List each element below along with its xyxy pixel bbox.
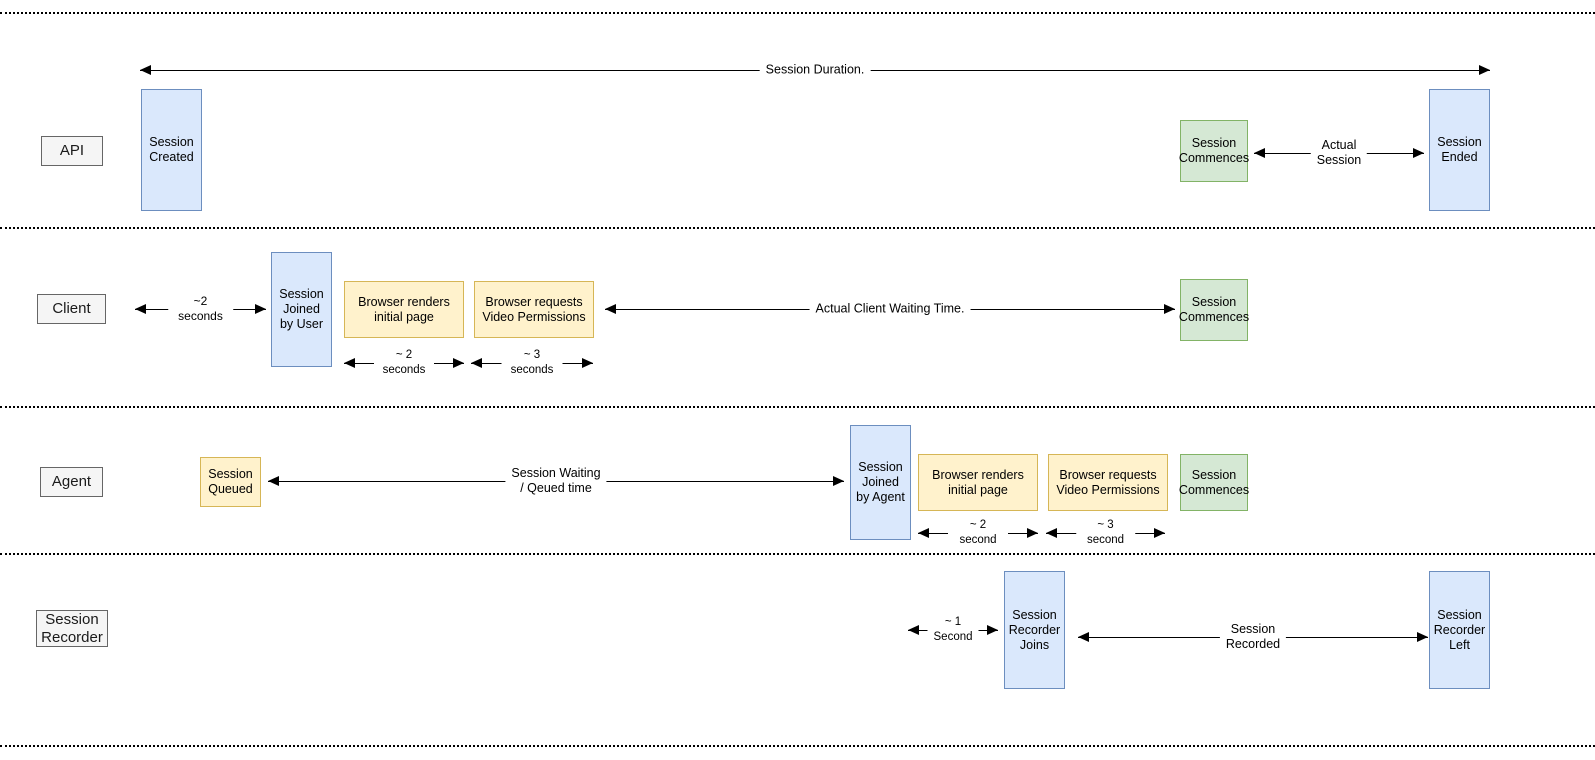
lane-separator-bottom [0,745,1595,747]
arrow-head-right [1417,632,1428,642]
node-client-session-joined-by-user[interactable]: Session Joined by User [271,252,332,367]
arrow-head-left [1078,632,1089,642]
node-client-browser-requests-video-permissions[interactable]: Browser requests Video Permissions [474,281,594,338]
node-recorder-joins[interactable]: Session Recorder Joins [1004,571,1065,689]
arrow-head-left [135,304,146,314]
measure-label: ~ 2 second [948,518,1008,548]
arrow-head-left [1046,528,1057,538]
measure-label: ~ 3 second [1075,518,1136,548]
measure-label: Actual Client Waiting Time. [809,301,971,317]
measure-label: ~2 seconds [167,294,234,324]
node-agent-browser-renders[interactable]: Browser renders initial page [918,454,1038,511]
arrow-head-left [268,476,279,486]
lane-separator-top [0,12,1595,14]
node-api-session-created[interactable]: Session Created [141,89,202,211]
arrow-head-right [1164,304,1175,314]
arrow-head-left [908,625,919,635]
lane-label-session-recorder: Session Recorder [36,610,108,647]
arrow-head-right [1154,528,1165,538]
node-agent-session-joined-by-agent[interactable]: Session Joined by Agent [850,425,911,540]
arrow-head-left [1254,148,1265,158]
arrow-head-right [1027,528,1038,538]
arrow-head-left [918,528,929,538]
node-recorder-left[interactable]: Session Recorder Left [1429,571,1490,689]
lane-label-client: Client [37,294,106,324]
measure-label: Actual Session [1310,138,1368,168]
node-agent-browser-requests-video-permissions[interactable]: Browser requests Video Permissions [1048,454,1168,511]
arrow-head-right [833,476,844,486]
arrow-head-left [471,358,482,368]
arrow-head-left [140,65,151,75]
arrow-head-right [987,625,998,635]
arrow-head-right [1479,65,1490,75]
node-agent-session-commences[interactable]: Session Commences [1179,454,1249,511]
lane-label-api: API [41,136,103,166]
arrow-head-left [605,304,616,314]
arrow-head-right [1413,148,1424,158]
node-api-session-ended[interactable]: Session Ended [1429,89,1490,211]
arrow-head-right [582,358,593,368]
node-api-session-commences[interactable]: Session Commences [1179,120,1249,182]
measure-label: ~ 3 seconds [501,348,563,378]
arrow-head-right [255,304,266,314]
node-client-browser-renders[interactable]: Browser renders initial page [344,281,464,338]
measure-label: Session Duration. [759,62,871,78]
arrow-head-left [344,358,355,368]
measure-label: ~ 2 seconds [374,348,434,378]
node-client-session-commences[interactable]: Session Commences [1179,279,1249,341]
arrow-head-right [453,358,464,368]
lane-separator-agent [0,553,1595,555]
lane-separator-client [0,406,1595,408]
node-agent-session-queued[interactable]: Session Queued [200,457,261,507]
measure-label: Session Waiting / Qeued time [505,466,607,496]
measure-label: Session Recorded [1219,622,1287,652]
measure-label: ~ 1 Second [927,615,979,645]
lane-label-agent: Agent [40,467,103,497]
lane-separator-api [0,227,1595,229]
